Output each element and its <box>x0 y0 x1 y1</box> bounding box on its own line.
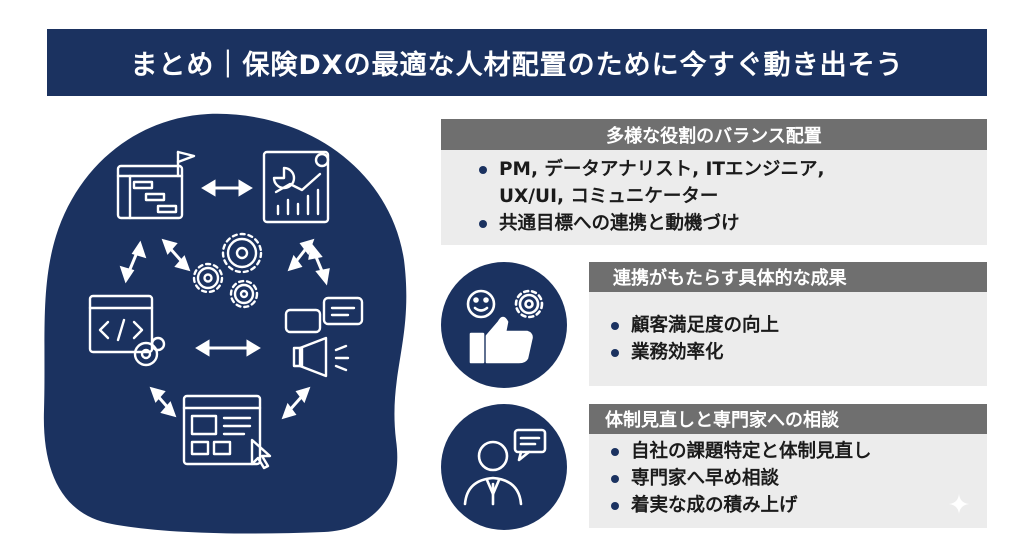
double-arrow-icon <box>281 386 311 420</box>
list-item: 着実な成の積み上げ <box>607 492 872 519</box>
section-list-1: PM, データアナリスト, ITエンジニア, UX/UI, コミュニケーター 共… <box>475 156 825 237</box>
list-item: UX/UI, コミュニケーター <box>499 186 719 207</box>
double-arrow-icon <box>308 242 330 286</box>
businessman-chat-icon <box>463 428 547 506</box>
consult-icon-circle <box>441 404 567 530</box>
workflow-illustration <box>43 113 407 534</box>
chat-megaphone-icon <box>284 296 364 378</box>
list-item: 自社の課題特定と体制見直し <box>607 438 872 465</box>
gantt-chart-icon <box>116 150 196 220</box>
code-window-icon <box>88 294 166 367</box>
analytics-chart-icon <box>262 150 330 224</box>
list-item: 専門家へ早め相談 <box>607 465 872 492</box>
double-arrow-icon <box>287 238 315 272</box>
smile-thumbs-up-gear-icon <box>466 289 544 364</box>
list-item: 共通目標への連携と動機づけ <box>475 210 825 237</box>
section-heading-2: 連携がもたらす具体的な成果 <box>589 262 987 292</box>
list-item: 業務効率化 <box>607 339 779 366</box>
double-arrow-icon <box>119 240 147 284</box>
double-arrow-icon <box>161 238 191 272</box>
section-list-2: 顧客満足度の向上 業務効率化 <box>607 312 779 366</box>
section-panel-1: 多様な役割のバランス配置 PM, データアナリスト, ITエンジニア, UX/U… <box>441 119 987 245</box>
section-panel-2: 連携がもたらす具体的な成果 顧客満足度の向上 業務効率化 <box>589 262 987 386</box>
section-panel-3: 体制見直しと専門家への相談 自社の課題特定と体制見直し 専門家へ早め相談 着実な… <box>589 404 987 528</box>
list-item: PM, データアナリスト, ITエンジニア, <box>475 156 825 183</box>
sparkle-icon <box>949 494 969 514</box>
section-heading-3: 体制見直しと専門家への相談 <box>589 404 987 434</box>
page-title: まとめ｜保険DXの最適な人材配置のために今すぐ動き出そう <box>47 29 987 96</box>
double-arrow-icon <box>201 179 253 197</box>
web-layout-cursor-icon <box>182 394 272 470</box>
double-arrow-icon <box>195 339 261 357</box>
result-icon-circle <box>441 262 567 388</box>
list-item: 顧客満足度の向上 <box>607 312 779 339</box>
section-heading-1: 多様な役割のバランス配置 <box>441 119 987 150</box>
gears-icon <box>192 232 263 309</box>
section-list-3: 自社の課題特定と体制見直し 専門家へ早め相談 着実な成の積み上げ <box>607 438 872 519</box>
double-arrow-icon <box>149 386 177 418</box>
